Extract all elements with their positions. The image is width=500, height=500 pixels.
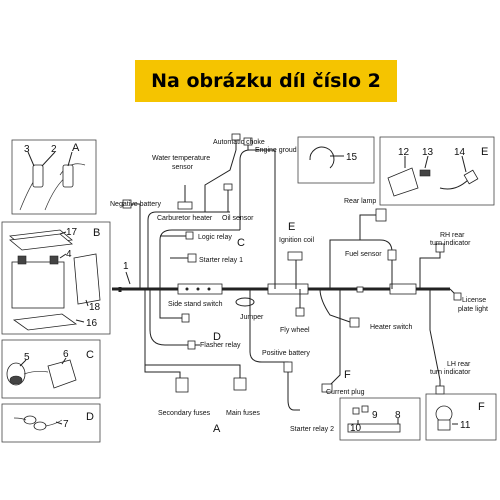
section-letter-f: F bbox=[478, 401, 485, 413]
title-banner: Na obrázku díl číslo 2 bbox=[135, 60, 397, 102]
section-letter-c: C bbox=[86, 349, 94, 361]
label-water-temp-1: Water temperature bbox=[152, 155, 210, 162]
inset-clamp-15: 15 bbox=[297, 136, 375, 184]
section-letter-a: A bbox=[72, 142, 80, 154]
label-carburetor-heater: Carburetor heater bbox=[157, 215, 213, 222]
section-letter-e-main: E bbox=[288, 221, 295, 233]
label-heater-switch: Heater switch bbox=[370, 324, 413, 331]
inset-box-f-parts: 9 8 10 bbox=[339, 397, 421, 441]
callout-2: 2 bbox=[51, 144, 57, 155]
label-secondary-fuses: Secondary fuses bbox=[158, 410, 211, 417]
callout-17: 17 bbox=[66, 227, 78, 238]
callout-7: 7 bbox=[63, 419, 69, 430]
section-letter-d: D bbox=[86, 411, 94, 423]
label-engine-ground: Engine groud bbox=[255, 147, 297, 154]
label-rear-lamp: Rear lamp bbox=[344, 198, 376, 205]
section-letter-f-main: F bbox=[344, 369, 351, 381]
callout-18: 18 bbox=[89, 302, 101, 313]
label-ignition-coil: Ignition coil bbox=[279, 237, 314, 244]
label-rh-rear-1: RH rear bbox=[440, 232, 465, 239]
label-license-2: plate light bbox=[458, 306, 488, 313]
main-harness bbox=[112, 133, 462, 411]
label-main-fuses: Main fuses bbox=[226, 410, 260, 417]
callout-4: 4 bbox=[66, 249, 72, 260]
label-negative-battery: Negative battery bbox=[110, 201, 161, 208]
callout-5: 5 bbox=[24, 352, 30, 363]
label-fuel-sensor: Fuel sensor bbox=[345, 251, 382, 258]
label-positive-battery: Positive battery bbox=[262, 350, 310, 357]
inset-box-d: 7 D bbox=[1, 403, 101, 443]
callout-3: 3 bbox=[24, 144, 30, 155]
label-current-plug: Current plug bbox=[326, 389, 365, 396]
section-letter-b: B bbox=[93, 227, 100, 239]
callout-6: 6 bbox=[63, 349, 69, 360]
label-logic-relay: Logic relay bbox=[198, 234, 232, 241]
label-water-temp-2: sensor bbox=[172, 164, 194, 171]
page-title: Na obrázku díl číslo 2 bbox=[151, 70, 381, 92]
label-license-1: License bbox=[462, 297, 486, 304]
inset-box-a: 3 2 A bbox=[11, 139, 97, 215]
label-flasher-relay: Flasher relay bbox=[200, 342, 241, 349]
label-starter-relay-2: Starter relay 2 bbox=[290, 426, 334, 433]
callout-13: 13 bbox=[422, 147, 434, 158]
callout-15: 15 bbox=[346, 152, 358, 163]
label-jumper: Jumper bbox=[240, 314, 264, 321]
callout-16: 16 bbox=[86, 318, 98, 329]
section-letter-c-main: C bbox=[237, 237, 245, 249]
section-letter-e: E bbox=[481, 146, 488, 158]
label-rh-rear-2: turn indicator bbox=[430, 240, 471, 247]
callout-1: 1 bbox=[123, 261, 129, 272]
label-fly-wheel: Fly wheel bbox=[280, 327, 310, 334]
callout-10: 10 bbox=[350, 423, 362, 434]
label-side-stand-switch: Side stand switch bbox=[168, 301, 223, 308]
inset-box-b: 17 4 B 18 16 bbox=[1, 221, 111, 335]
inset-box-f: 11 F bbox=[425, 393, 497, 441]
callout-14: 14 bbox=[454, 147, 466, 158]
label-starter-relay-1: Starter relay 1 bbox=[199, 257, 243, 264]
inset-box-e: 12 13 14 E bbox=[379, 136, 495, 206]
label-lh-rear-1: LH rear bbox=[447, 361, 471, 368]
callout-11: 11 bbox=[460, 420, 471, 431]
label-lh-rear-2: turn indicator bbox=[430, 369, 471, 376]
section-letter-d-main: D bbox=[213, 331, 221, 343]
callout-8: 8 bbox=[395, 410, 401, 421]
callout-9: 9 bbox=[372, 410, 378, 421]
section-letter-a-main: A bbox=[213, 423, 221, 435]
callout-12: 12 bbox=[398, 147, 410, 158]
label-automatic-choke-1: Automatic choke bbox=[213, 139, 265, 146]
label-oil-sensor: Oil sensor bbox=[222, 215, 254, 222]
inset-box-c: 5 6 C bbox=[1, 339, 101, 399]
